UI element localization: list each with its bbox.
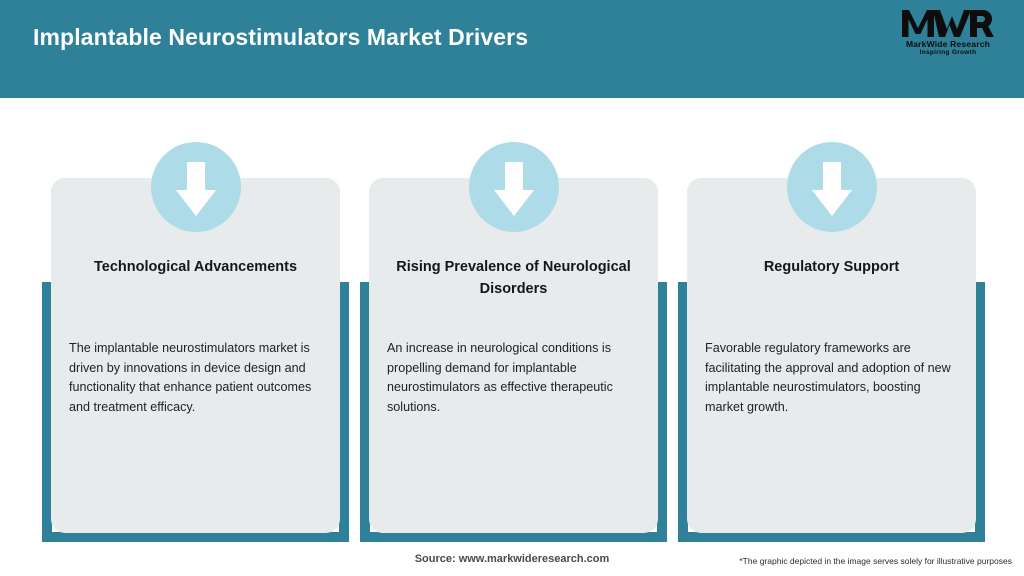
card-title: Regulatory Support xyxy=(763,259,900,275)
card-frame-bottom-bar xyxy=(42,532,349,542)
drivers-card-group: Technological Advancements The implantab… xyxy=(0,98,1024,542)
logo-tagline: Inspiring Growth xyxy=(919,49,977,56)
arrow-down-icon xyxy=(468,142,559,232)
card-frame-right-bar xyxy=(657,282,667,542)
card-panel: Regulatory Support Favorable regulatory … xyxy=(687,178,976,533)
driver-card-3[interactable]: Regulatory Support Favorable regulatory … xyxy=(678,142,985,542)
card-frame-left-bar xyxy=(42,282,52,542)
page-header: Implantable Neurostimulators Market Driv… xyxy=(0,0,1024,98)
page-title: Implantable Neurostimulators Market Driv… xyxy=(33,24,529,50)
card-body: The implantable neurostimulators market … xyxy=(69,341,312,414)
card-title: Rising Prevalence of Neurological Disord… xyxy=(396,259,631,297)
arrow-down-icon xyxy=(786,142,877,232)
driver-card-1[interactable]: Technological Advancements The implantab… xyxy=(42,142,349,542)
card-title: Technological Advancements xyxy=(93,259,298,275)
card-frame-bottom-bar xyxy=(360,532,667,542)
logo-name: MarkWide Research xyxy=(905,39,991,49)
card-frame-left-bar xyxy=(678,282,688,542)
card-body: Favorable regulatory frameworks are faci… xyxy=(705,341,951,414)
card-frame-left-bar xyxy=(360,282,370,542)
card-panel: Technological Advancements The implantab… xyxy=(51,178,340,533)
card-frame-right-bar xyxy=(339,282,349,542)
source-label: Source: www.markwideresearch.com xyxy=(414,553,610,565)
card-body: An increase in neurological conditions i… xyxy=(387,341,613,414)
card-panel: Rising Prevalence of Neurological Disord… xyxy=(369,178,658,533)
brand-logo: MarkWide Research Inspiring Growth xyxy=(894,8,1002,62)
disclaimer-note: *The graphic depicted in the image serve… xyxy=(739,556,1012,566)
mwr-logo-icon xyxy=(902,10,994,37)
card-frame-right-bar xyxy=(975,282,985,542)
card-frame-bottom-bar xyxy=(678,532,985,542)
driver-card-2[interactable]: Rising Prevalence of Neurological Disord… xyxy=(360,142,667,542)
arrow-down-icon xyxy=(150,142,241,232)
